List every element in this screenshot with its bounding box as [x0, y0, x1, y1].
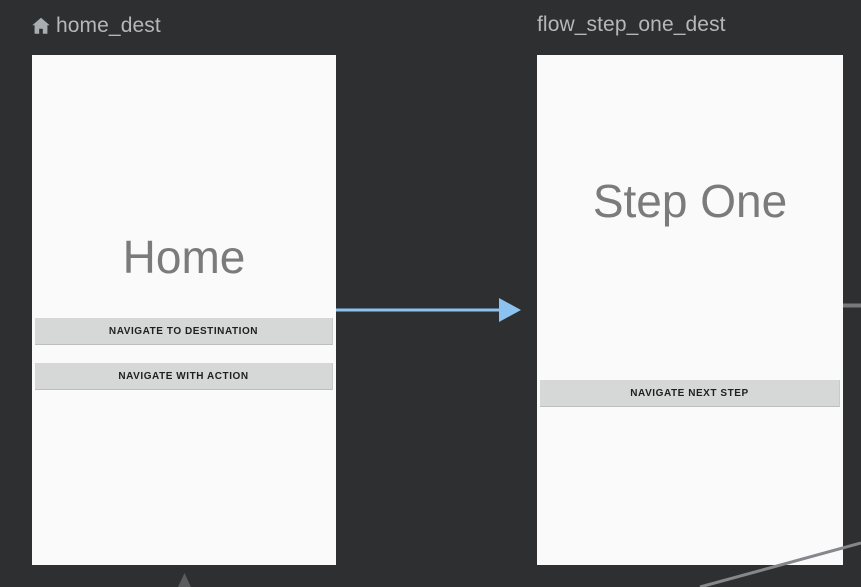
destination-frame-flow-step-one-dest[interactable]: Step One NAVIGATE NEXT STEP: [537, 55, 843, 565]
screen-title-home: Home: [122, 231, 246, 283]
destination-frame-home-dest[interactable]: Home NAVIGATE TO DESTINATION NAVIGATE WI…: [32, 55, 336, 565]
navigate-to-destination-button[interactable]: NAVIGATE TO DESTINATION: [35, 318, 333, 345]
navigate-with-action-button[interactable]: NAVIGATE WITH ACTION: [35, 363, 333, 390]
destination-label-flow-step-one-dest[interactable]: flow_step_one_dest: [537, 14, 726, 35]
offscreen-connector-diagonal[interactable]: [699, 540, 861, 587]
start-destination-marker-icon: [178, 573, 191, 587]
destination-label-text: flow_step_one_dest: [537, 13, 726, 36]
action-arrow-home-to-flow-step-one[interactable]: [336, 297, 522, 323]
destination-label-home-dest[interactable]: home_dest: [30, 14, 161, 36]
navigate-next-step-button[interactable]: NAVIGATE NEXT STEP: [540, 380, 840, 407]
offscreen-connector-right[interactable]: [843, 303, 861, 308]
home-icon: [30, 15, 52, 37]
destination-label-text: home_dest: [56, 13, 161, 37]
screen-title-step-one: Step One: [592, 175, 788, 227]
